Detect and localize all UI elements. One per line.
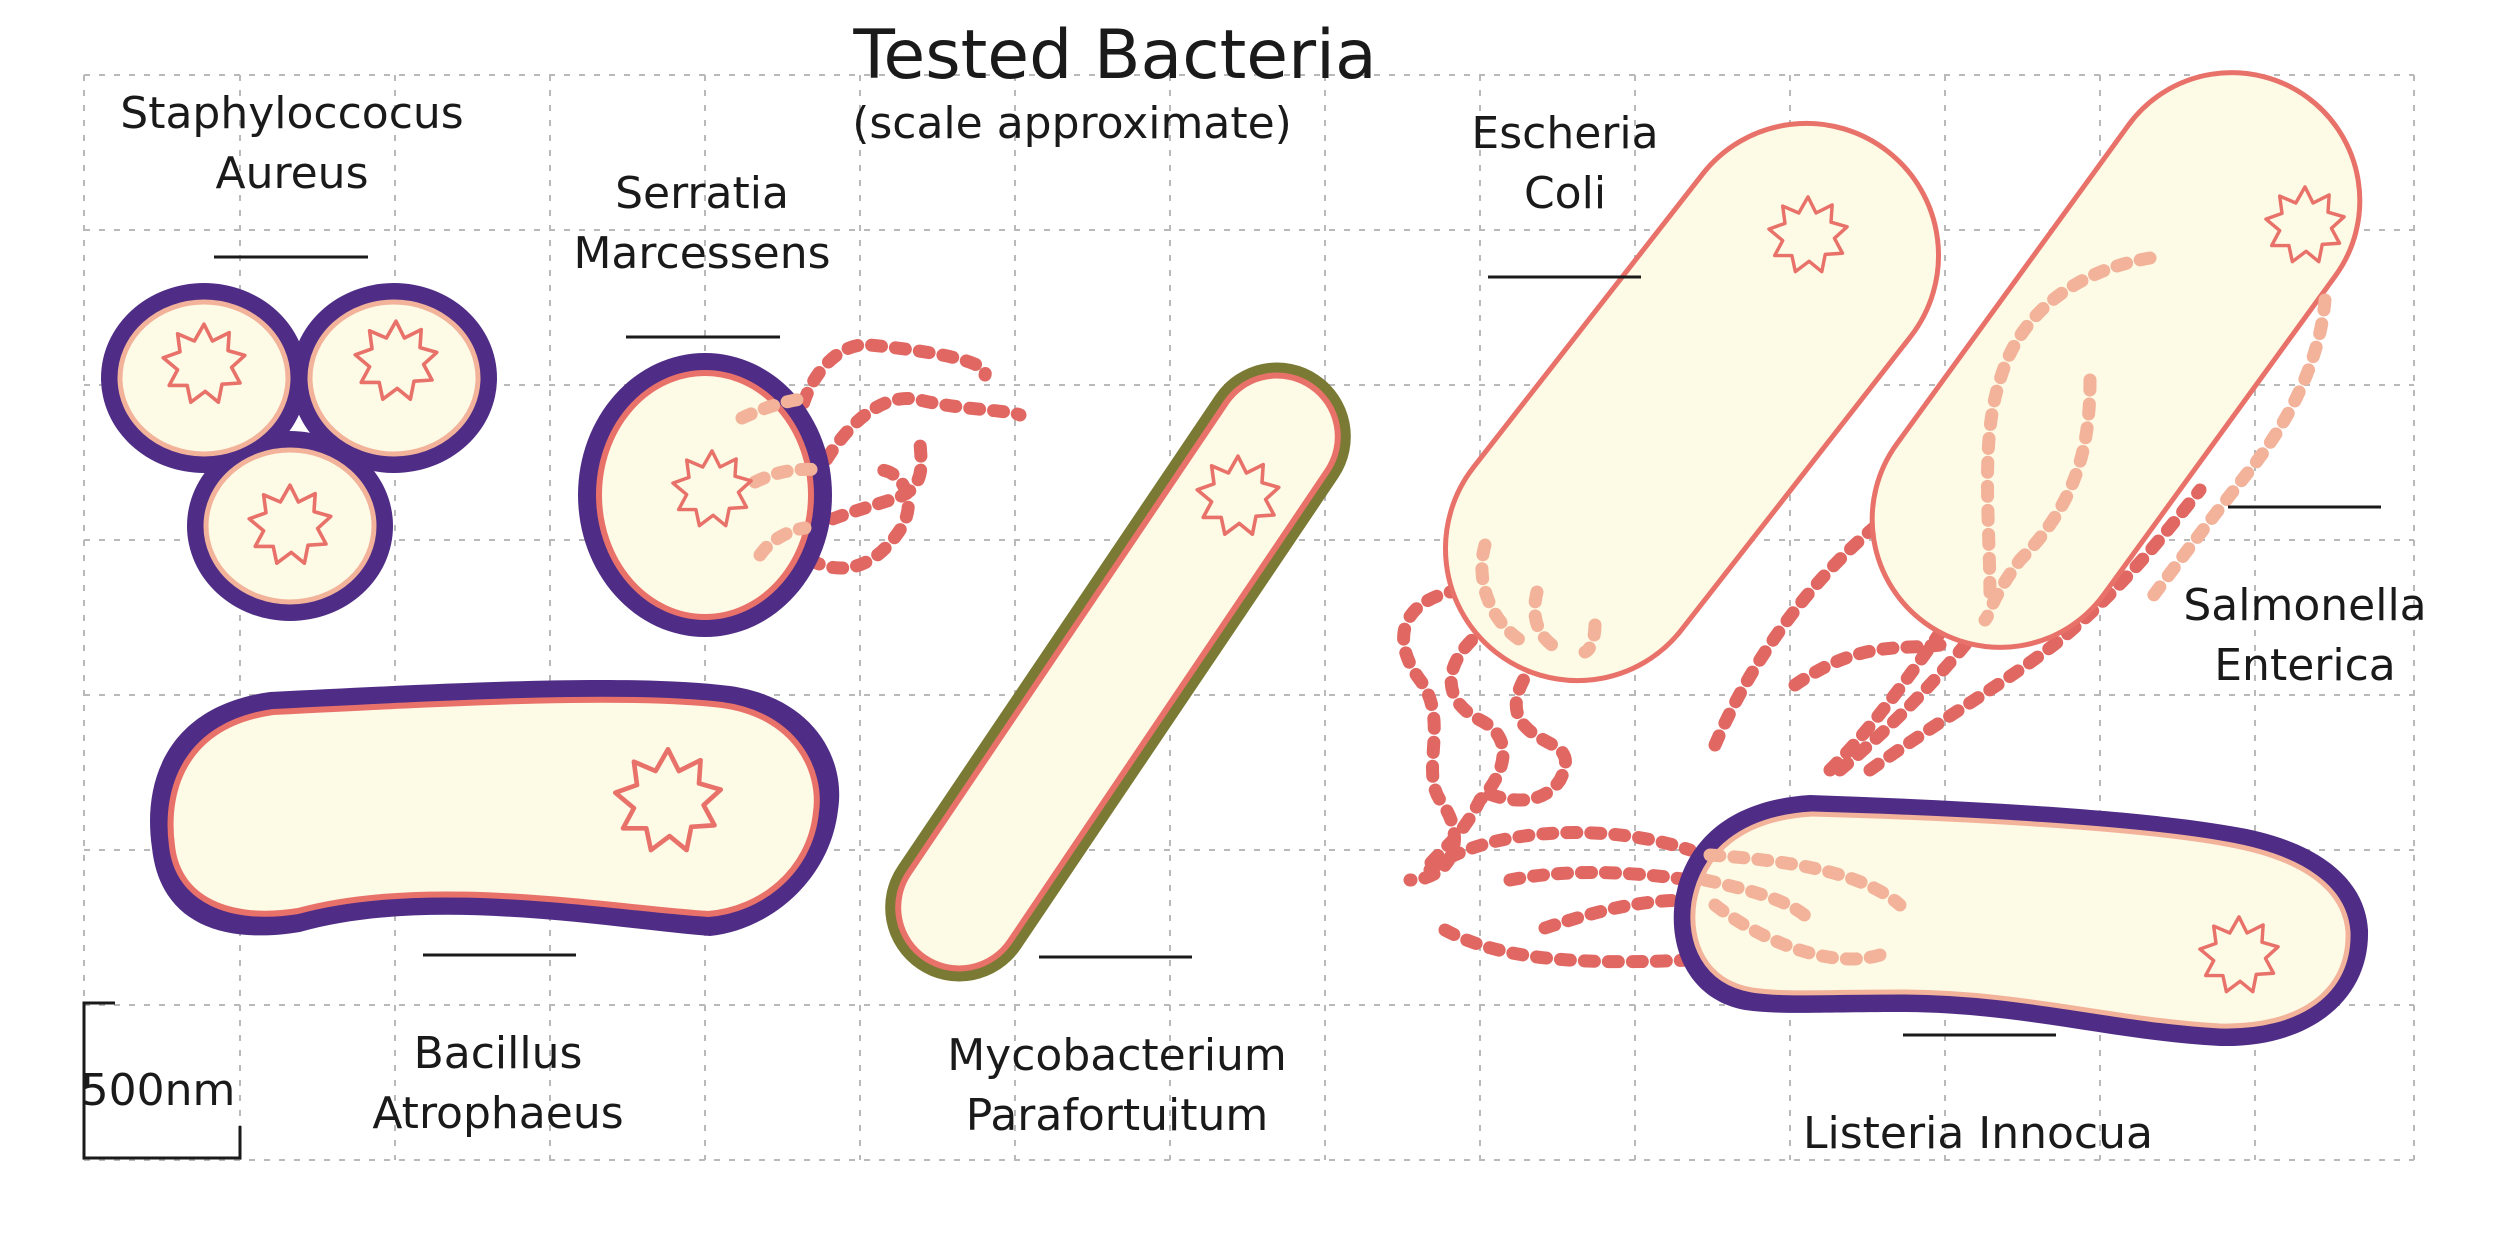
salmonella-enterica-cell <box>1869 70 2363 650</box>
mycobacterium-label-line2: Parafortuitum <box>966 1090 1268 1141</box>
diagram-subtitle: (scale approximate) <box>852 98 1292 149</box>
listeria-pili <box>1698 848 1907 966</box>
diagram-title: Tested Bacteria <box>852 16 1376 95</box>
scale-reference: 500nm <box>81 1001 242 1160</box>
listeria-label: Listeria Innocua <box>1803 1108 2153 1159</box>
serratia-label-line1: Serratia <box>615 168 789 219</box>
salmonella-pili <box>1978 251 2332 627</box>
listeria-innocua-cell <box>1673 795 2369 1047</box>
staphylococcus-aureus-cluster <box>101 283 497 621</box>
mycobacterium-parafortuitum-cell <box>885 362 1351 982</box>
salmonella-label-line1: Salmonella <box>2183 580 2426 631</box>
mycobacterium-label-line1: Mycobacterium <box>947 1030 1287 1081</box>
bacillus-label-line1: Bacillus <box>414 1028 583 1079</box>
escherichia-coli-cell <box>1442 120 1942 684</box>
serratia-pili <box>735 391 827 562</box>
staph-label-line2: Aureus <box>216 148 369 199</box>
bacillus-label-line2: Atrophaeus <box>372 1088 623 1139</box>
scale-reference-label: 500nm <box>81 1065 236 1116</box>
salmonella-label-line2: Enterica <box>2214 640 2395 691</box>
bacillus-atrophaeus-cell <box>150 679 840 936</box>
serratia-label-line2: Marcessens <box>573 228 830 279</box>
ecoli-label-line2: Coli <box>1524 168 1606 219</box>
staph-label-line1: Staphyloccocus <box>120 88 463 139</box>
serratia-marcescens-cell <box>578 338 1027 637</box>
ecoli-pili <box>1475 538 1602 659</box>
ecoli-label-line1: Escheria <box>1471 108 1658 159</box>
